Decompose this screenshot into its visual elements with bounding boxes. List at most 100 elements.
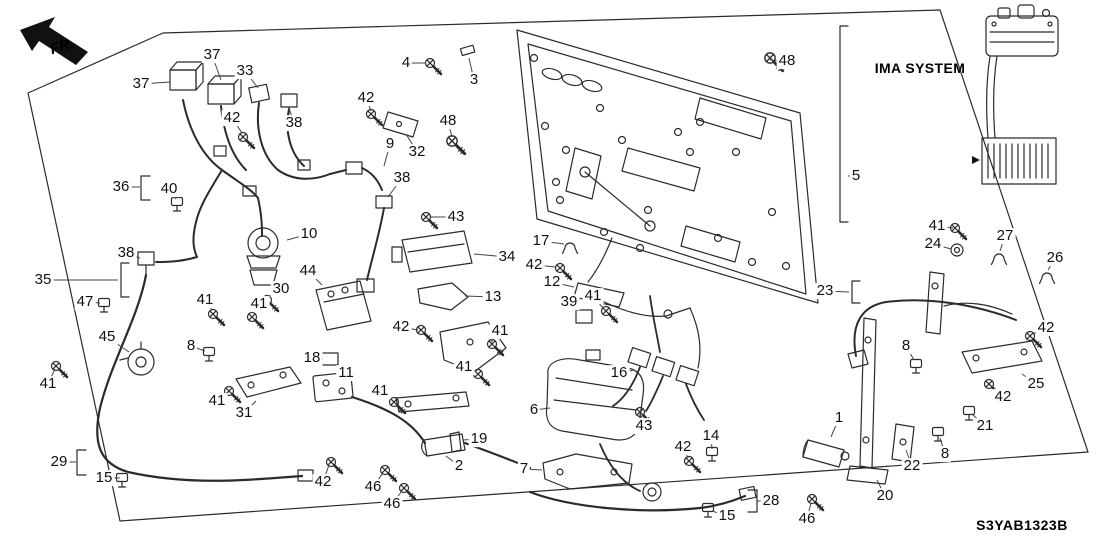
callout-41: 41	[206, 392, 228, 410]
bracket-part-25	[961, 340, 1043, 374]
callout-47: 47	[74, 293, 96, 311]
callout-5: 5	[849, 167, 863, 185]
callout-41: 41	[582, 287, 604, 305]
callout-19: 19	[468, 430, 490, 448]
callout-38: 38	[391, 169, 413, 187]
callout-9: 9	[383, 135, 397, 153]
callout-27: 27	[994, 227, 1016, 245]
sub-harness-9	[356, 195, 393, 293]
callout-30: 30	[270, 280, 292, 298]
callout-42: 42	[672, 438, 694, 456]
callout-17: 17	[530, 232, 552, 250]
callout-41: 41	[489, 322, 511, 340]
rear-panel-part-5	[516, 29, 819, 304]
callout-42: 42	[312, 473, 334, 491]
callout-15: 15	[716, 507, 738, 525]
callout-44: 44	[297, 262, 319, 280]
callout-35: 35	[32, 271, 54, 289]
callout-41: 41	[453, 358, 475, 376]
callout-43: 43	[445, 208, 467, 226]
callout-21: 21	[974, 417, 996, 435]
bracket-part-32	[382, 111, 419, 138]
callout-36: 36	[110, 178, 132, 196]
stay-cluster-12-17-39	[573, 237, 701, 369]
callout-40: 40	[158, 180, 180, 198]
bracket-part-13	[417, 282, 469, 311]
ima-unit-sketch	[972, 4, 1059, 185]
callout-41: 41	[248, 295, 270, 313]
callout-41: 41	[194, 291, 216, 309]
callout-26: 26	[1044, 249, 1066, 267]
bracket-part-20	[846, 317, 889, 485]
callout-7: 7	[517, 460, 531, 478]
callout-11: 11	[336, 364, 356, 382]
callout-8: 8	[938, 445, 952, 463]
callout-34: 34	[496, 248, 518, 266]
bracket-part-7	[542, 453, 633, 490]
callout-33: 33	[234, 62, 256, 80]
callout-20: 20	[874, 487, 896, 505]
callout-31: 31	[233, 404, 255, 422]
callout-8: 8	[184, 337, 198, 355]
callout-41: 41	[369, 382, 391, 400]
pin-part-3	[459, 44, 476, 57]
callout-18: 18	[301, 349, 323, 367]
callout-24: 24	[922, 235, 944, 253]
callout-48: 48	[776, 52, 798, 70]
callout-3: 3	[467, 71, 481, 89]
stay-part-23	[847, 271, 1017, 369]
ground-cable-28	[528, 490, 747, 512]
callout-43: 43	[633, 417, 655, 435]
callout-28: 28	[760, 492, 782, 510]
callout-38: 38	[115, 244, 137, 262]
callout-45: 45	[96, 328, 118, 346]
bracket-ticks	[76, 25, 861, 513]
diagram-code: S3YAB1323B	[976, 517, 1068, 533]
fr-arrow-icon	[20, 17, 88, 65]
sensor-part-45	[119, 341, 155, 376]
callout-4: 4	[399, 54, 413, 72]
callout-42: 42	[1035, 319, 1057, 337]
callout-10: 10	[298, 225, 320, 243]
callout-14: 14	[700, 427, 722, 445]
callout-15: 15	[93, 469, 115, 487]
callout-12: 12	[541, 273, 563, 291]
callout-41: 41	[37, 375, 59, 393]
callout-41: 41	[926, 217, 948, 235]
callout-25: 25	[1025, 375, 1047, 393]
coil-part-44	[315, 280, 372, 331]
wire-harness-29	[96, 273, 304, 482]
callout-37: 37	[130, 75, 152, 93]
callout-2: 2	[452, 457, 466, 475]
washer-part-24	[950, 243, 964, 257]
callout-46: 46	[362, 478, 384, 496]
callout-6: 6	[527, 401, 541, 419]
callout-1: 1	[832, 409, 846, 427]
callout-42: 42	[355, 89, 377, 107]
harness-connectors	[137, 83, 363, 276]
module-part-34	[391, 230, 473, 273]
ima-system-label: IMA SYSTEM	[874, 60, 966, 76]
wire-harness-16	[612, 295, 705, 421]
callout-32: 32	[406, 143, 428, 161]
callout-38: 38	[283, 114, 305, 132]
callout-42: 42	[221, 109, 243, 127]
callout-42: 42	[390, 318, 412, 336]
callout-42: 42	[523, 256, 545, 274]
cable-28-connectors	[599, 443, 757, 502]
callout-23: 23	[814, 282, 836, 300]
cylinder-part-1	[802, 439, 850, 468]
callout-42: 42	[992, 388, 1014, 406]
callout-22: 22	[901, 457, 923, 475]
callout-37: 37	[201, 46, 223, 64]
callout-46: 46	[381, 495, 403, 513]
callout-48: 48	[437, 112, 459, 130]
callout-8: 8	[899, 337, 913, 355]
callout-46: 46	[796, 510, 818, 528]
callout-39: 39	[558, 293, 580, 311]
callout-29: 29	[48, 453, 70, 471]
callout-16: 16	[608, 364, 630, 382]
relay-part-37	[169, 61, 242, 105]
